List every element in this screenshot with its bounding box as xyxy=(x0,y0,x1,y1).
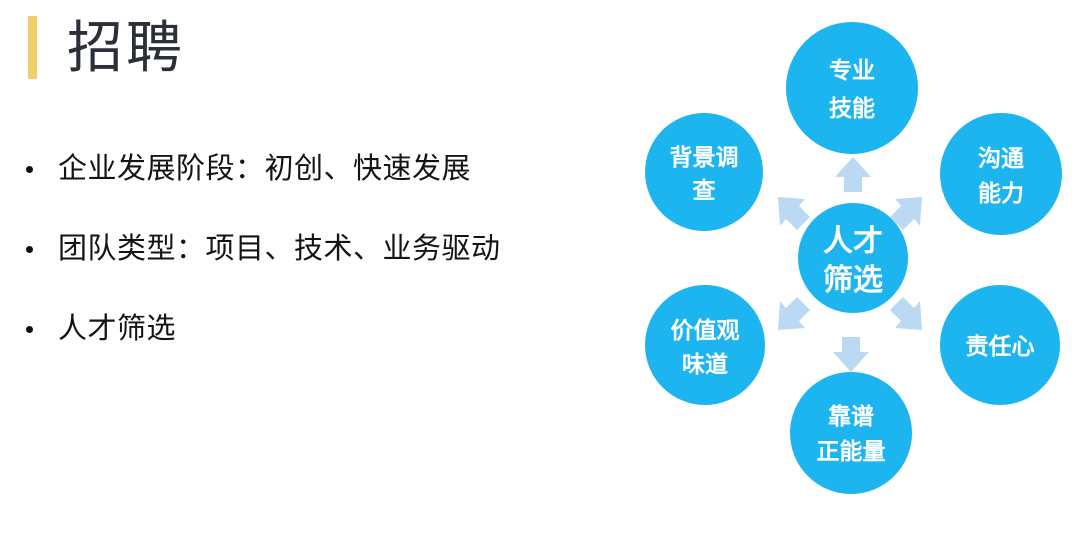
node-top-right-label-line2: 能力 xyxy=(978,180,1024,206)
node-center-label-line1: 人才 xyxy=(823,225,883,258)
node-top-left-label-line2: 查 xyxy=(693,177,716,203)
slide-left-content: 招聘 企业发展阶段：初创、快速发展 团队类型：项目、技术、业务驱动 人才筛选 xyxy=(26,16,606,390)
list-item: 人才筛选 xyxy=(26,310,606,349)
node-bottom[interactable]: 靠谱 正能量 xyxy=(790,372,912,494)
bullet-dot-icon xyxy=(26,166,33,173)
arrow-down-right-icon xyxy=(890,297,922,330)
bullet-dot-icon xyxy=(26,326,33,334)
title-accent-bar xyxy=(28,16,37,79)
node-bottom-left-label-line1: 价值观 xyxy=(671,317,740,343)
node-bottom-label-line1: 靠谱 xyxy=(828,403,874,429)
page-title: 招聘 xyxy=(28,16,185,79)
talent-screening-diagram: 专业 技能 背景调 查 沟通 能力 价值观 味道 责任心 xyxy=(620,0,1080,539)
node-center-label-line2: 筛选 xyxy=(823,264,883,297)
node-top-label-line2: 技能 xyxy=(829,95,875,121)
arrow-up-right-icon xyxy=(890,197,922,230)
list-item: 团队类型：项目、技术、业务驱动 xyxy=(26,230,606,269)
list-item: 企业发展阶段：初创、快速发展 xyxy=(26,150,606,189)
node-top-left[interactable]: 背景调 查 xyxy=(645,113,763,231)
bullet-list: 企业发展阶段：初创、快速发展 团队类型：项目、技术、业务驱动 人才筛选 xyxy=(26,150,606,390)
node-bottom-left[interactable]: 价值观 味道 xyxy=(645,285,765,405)
bullet-dot-icon xyxy=(26,246,33,254)
bullet-text: 团队类型：项目、技术、业务驱动 xyxy=(58,233,501,266)
node-top[interactable]: 专业 技能 xyxy=(786,22,918,154)
node-center[interactable]: 人才 筛选 xyxy=(798,203,908,313)
node-bottom-label-line2: 正能量 xyxy=(817,438,886,464)
node-top-right-label-line1: 沟通 xyxy=(978,145,1024,171)
node-top-label-line1: 专业 xyxy=(829,57,875,83)
arrow-up-icon xyxy=(835,157,871,192)
node-bottom-left-label-line2: 味道 xyxy=(682,351,728,377)
node-bottom-right[interactable]: 责任心 xyxy=(940,285,1060,405)
title-text: 招聘 xyxy=(67,15,185,79)
arrow-down-left-icon xyxy=(778,297,810,330)
arrow-down-icon xyxy=(833,337,869,372)
bullet-text: 人才筛选 xyxy=(58,313,177,346)
node-top-left-label-line1: 背景调 xyxy=(670,144,739,170)
arrow-up-left-icon xyxy=(778,197,810,230)
node-bottom-right-label-line1: 责任心 xyxy=(966,333,1035,359)
bullet-text: 企业发展阶段：初创、快速发展 xyxy=(58,153,472,185)
node-top-right[interactable]: 沟通 能力 xyxy=(940,113,1062,235)
